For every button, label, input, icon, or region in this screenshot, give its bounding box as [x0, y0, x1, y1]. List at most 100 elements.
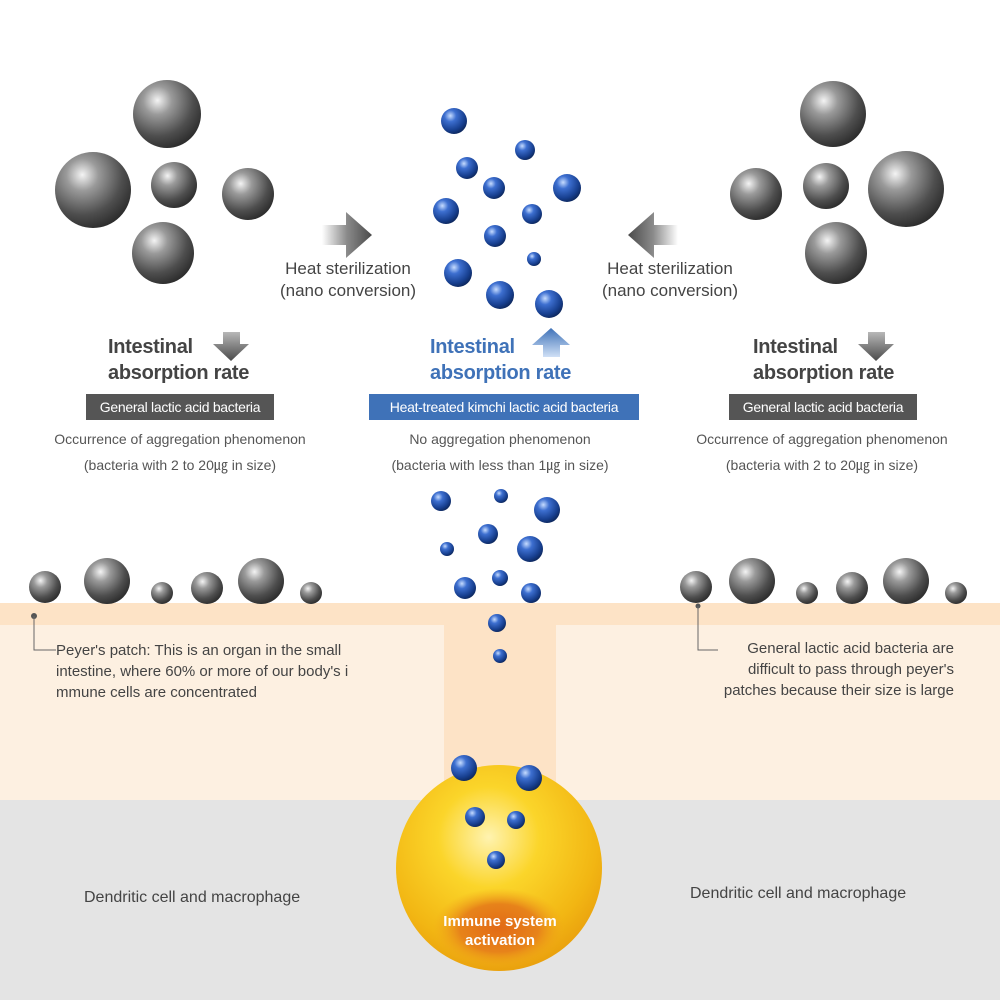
note-line2: intestine, where 60% or more of our body… — [56, 663, 349, 680]
blue-bacteria-sphere-icon — [487, 851, 505, 869]
desc-line2: (bacteria with less than 1㎍ in size) — [391, 457, 609, 473]
gray-bacteria-sphere-icon — [84, 558, 130, 604]
heat-sterilization-text: Heat sterilization — [607, 259, 733, 278]
absorption-rate-heading-center: Intestinal absorption rate — [430, 334, 590, 386]
gray-bacteria-sphere-icon — [868, 151, 944, 227]
nano-conversion-text: (nano conversion) — [601, 281, 739, 300]
dendritic-cell-label-right: Dendritic cell and macrophage — [690, 885, 907, 902]
immune-line2: activation — [464, 932, 536, 949]
gray-bacteria-sphere-icon — [300, 582, 322, 604]
peyers-patch-note: Peyer's patch: This is an organ in the s… — [56, 640, 396, 703]
blue-bacteria-sphere-icon — [433, 198, 459, 224]
gray-bacteria-sphere-icon — [680, 571, 712, 603]
rate-line1: Intestinal — [430, 336, 515, 358]
intestine-tissue-right — [556, 625, 1000, 800]
gray-bacteria-sphere-icon — [730, 168, 782, 220]
intestine-tissue-left — [0, 625, 444, 800]
blue-bacteria-sphere-icon — [494, 489, 508, 503]
gray-bacteria-sphere-icon — [836, 572, 868, 604]
blue-bacteria-sphere-icon — [516, 765, 542, 791]
immune-activation-label: Immune system activation — [420, 912, 580, 950]
rate-line2: absorption rate — [753, 362, 895, 384]
note-line2: difficult to pass through peyer's — [747, 661, 954, 678]
arrow-up-icon — [532, 328, 570, 357]
gray-bacteria-sphere-icon — [222, 168, 274, 220]
intestine-tissue-band — [0, 603, 1000, 625]
gray-bacteria-sphere-icon — [191, 572, 223, 604]
blue-bacteria-sphere-icon — [522, 204, 542, 224]
gray-cluster-right — [730, 81, 944, 284]
rate-line2: absorption rate — [108, 362, 250, 384]
blue-particles-middle — [431, 489, 560, 663]
gray-bacteria-sphere-icon — [800, 81, 866, 147]
general-bacteria-note: General lactic acid bacteria are difficu… — [690, 638, 954, 701]
gray-bacteria-sphere-icon — [729, 558, 775, 604]
gray-bacteria-sphere-icon — [133, 80, 201, 148]
arrow-left-icon — [628, 212, 678, 258]
blue-bacteria-sphere-icon — [527, 252, 541, 266]
blue-bacteria-sphere-icon — [488, 614, 506, 632]
desc-line2: (bacteria with 2 to 20㎍ in size) — [725, 457, 919, 473]
blue-bacteria-sphere-icon — [431, 491, 451, 511]
dendritic-cell-label-left: Dendritic cell and macrophage — [84, 889, 301, 906]
blue-bacteria-sphere-icon — [507, 811, 525, 829]
gray-bacteria-sphere-icon — [805, 222, 867, 284]
description-right: Occurrence of aggregation phenomenon (ba… — [662, 426, 982, 478]
arrow-down-icon — [858, 332, 894, 361]
absorption-rate-heading-right: Intestinal absorption rate — [753, 334, 913, 386]
blue-bacteria-sphere-icon — [451, 755, 477, 781]
arrow-down-icon — [213, 332, 249, 361]
rate-line1: Intestinal — [753, 336, 838, 358]
immune-cell — [396, 755, 602, 971]
general-bacteria-badge-right: General lactic acid bacteria — [729, 394, 917, 420]
note-line1: Peyer's patch: This is an organ in the s… — [56, 642, 342, 659]
gray-bacteria-sphere-icon — [883, 558, 929, 604]
surface-bacteria-left — [29, 558, 322, 604]
desc-line2: (bacteria with 2 to 20㎍ in size) — [83, 457, 277, 473]
absorption-rate-heading-left: Intestinal absorption rate — [108, 334, 268, 386]
surface-bacteria-right — [680, 558, 967, 604]
gray-bacteria-sphere-icon — [238, 558, 284, 604]
blue-bacteria-sphere-icon — [478, 524, 498, 544]
rate-line2: absorption rate — [430, 362, 572, 384]
blue-bacteria-sphere-icon — [483, 177, 505, 199]
description-left: Occurrence of aggregation phenomenon (ba… — [20, 426, 340, 478]
note-line3: mmune cells are concentrated — [56, 684, 257, 701]
desc-line1: No aggregation phenomenon — [409, 431, 591, 447]
arrow-right-icon — [322, 212, 372, 258]
callout-line-left — [31, 613, 56, 651]
gray-cluster-left — [55, 80, 274, 284]
blue-bacteria-sphere-icon — [454, 577, 476, 599]
general-bacteria-badge-left: General lactic acid bacteria — [86, 394, 274, 420]
heat-sterilization-text: Heat sterilization — [285, 259, 411, 278]
note-line3: patches because their size is large — [723, 682, 954, 699]
nano-conversion-text: (nano conversion) — [279, 281, 417, 300]
heat-sterilization-label-left: Heat sterilization (nano conversion) — [266, 258, 430, 302]
blue-bacteria-sphere-icon — [517, 536, 543, 562]
gray-bacteria-sphere-icon — [29, 571, 61, 603]
callout-line-right — [695, 603, 718, 651]
gray-bacteria-sphere-icon — [796, 582, 818, 604]
immune-line1: Immune system — [443, 913, 557, 930]
blue-bacteria-sphere-icon — [493, 649, 507, 663]
blue-bacteria-sphere-icon — [553, 174, 581, 202]
gray-bacteria-sphere-icon — [151, 582, 173, 604]
description-center: No aggregation phenomenon (bacteria with… — [340, 426, 660, 478]
gray-bacteria-sphere-icon — [803, 163, 849, 209]
blue-bacteria-sphere-icon — [484, 225, 506, 247]
heat-treated-bacteria-badge: Heat-treated kimchi lactic acid bacteria — [369, 394, 639, 420]
desc-line1: Occurrence of aggregation phenomenon — [54, 431, 306, 447]
blue-bacteria-sphere-icon — [441, 108, 467, 134]
blue-bacteria-sphere-icon — [521, 583, 541, 603]
blue-particles-top — [433, 108, 581, 318]
gray-bacteria-sphere-icon — [132, 222, 194, 284]
rate-line1: Intestinal — [108, 336, 193, 358]
blue-bacteria-sphere-icon — [465, 807, 485, 827]
gray-bacteria-sphere-icon — [55, 152, 131, 228]
blue-bacteria-sphere-icon — [534, 497, 560, 523]
blue-bacteria-sphere-icon — [492, 570, 508, 586]
desc-line1: Occurrence of aggregation phenomenon — [696, 431, 948, 447]
blue-bacteria-sphere-icon — [515, 140, 535, 160]
blue-bacteria-sphere-icon — [535, 290, 563, 318]
